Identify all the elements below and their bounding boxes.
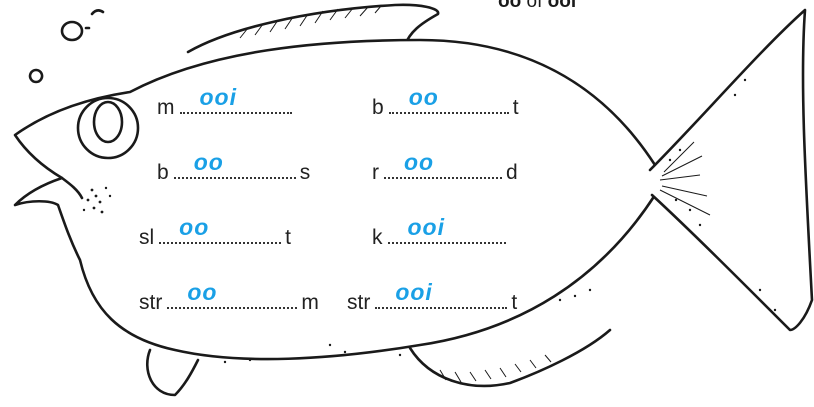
word-prefix: sl [139,226,155,249]
word-suffix: s [299,161,311,184]
word-suffix: t [285,226,292,249]
belly-fin [408,328,612,388]
word-blank[interactable]: ooi [375,279,508,309]
answer-text: oo [193,149,224,175]
word-row-right-3: k ooi [372,214,510,250]
word-or: of [526,0,543,12]
option-oo: oo [498,0,522,12]
word-prefix: m [157,96,175,119]
word-row-right-2: r oo d [372,149,518,185]
answer-text: ooi [407,214,445,240]
answer-text: ooi [199,84,237,110]
word-row-right-4: str ooi t [347,279,518,315]
answer-text: oo [404,149,435,175]
answer-text: oo [187,279,218,305]
word-row-right-1: b oo t [372,84,519,120]
word-prefix: b [372,96,384,119]
instruction-text: oo of ooi [498,0,576,13]
answer-text: oo [408,84,439,110]
word-prefix: str [139,291,163,314]
word-suffix: m [301,291,319,314]
option-ooi: ooi [547,0,577,12]
pectoral-fin [145,348,200,397]
answer-text: ooi [395,279,433,305]
bubble-large [60,20,84,42]
word-blank[interactable]: oo [173,149,296,179]
word-prefix: r [372,161,379,184]
word-row-left-4: str oo m [139,279,319,315]
word-prefix: b [157,161,169,184]
word-prefix: k [372,226,383,249]
word-blank[interactable]: ooi [179,84,292,114]
word-suffix: t [512,96,519,119]
word-row-left-1: m ooi [157,84,296,120]
word-suffix: d [506,161,518,184]
word-blank[interactable]: oo [388,84,509,114]
word-row-left-2: b oo s [157,149,311,185]
answer-text: oo [179,214,210,240]
word-suffix: t [511,291,518,314]
word-blank[interactable]: oo [384,149,502,179]
tail-fin [648,8,814,332]
word-blank[interactable]: ooi [387,214,506,244]
word-prefix: str [347,291,371,314]
word-row-left-3: sl oo t [139,214,292,250]
bubble-small [28,68,44,84]
fish-body [13,38,661,361]
word-blank[interactable]: oo [159,214,282,244]
fish-eye [76,96,140,160]
word-blank[interactable]: oo [167,279,298,309]
